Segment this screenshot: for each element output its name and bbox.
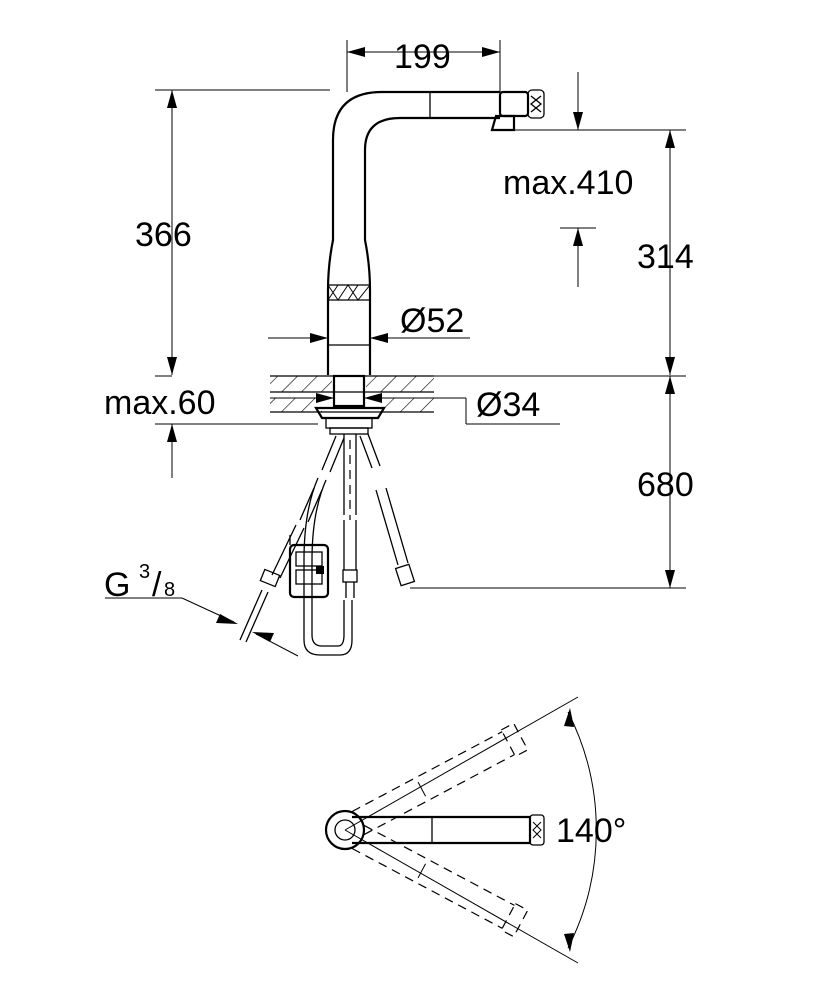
hole-diameter-label: Ø34	[476, 386, 540, 424]
dimension-lines	[105, 40, 686, 657]
max-pullout-label: max.410	[503, 164, 633, 202]
thread-denominator: 8	[164, 579, 175, 601]
hose-length-label: 680	[637, 466, 694, 504]
thread-numerator: 3	[139, 561, 150, 583]
faucet-top-view	[324, 696, 597, 964]
thread-label: G	[104, 566, 130, 604]
body-diameter-label: Ø52	[400, 302, 464, 340]
supply-hoses	[239, 433, 416, 656]
total-height-label: 366	[135, 216, 192, 254]
reach-dimension-label: 199	[394, 38, 451, 76]
thread-slash: /	[152, 566, 162, 604]
swivel-angle-label: 140°	[556, 812, 626, 850]
max-deck-thickness-label: max.60	[104, 384, 216, 422]
countertop-section	[270, 374, 434, 435]
spout-height-label: 314	[637, 238, 694, 276]
faucet-side-view	[326, 89, 545, 375]
